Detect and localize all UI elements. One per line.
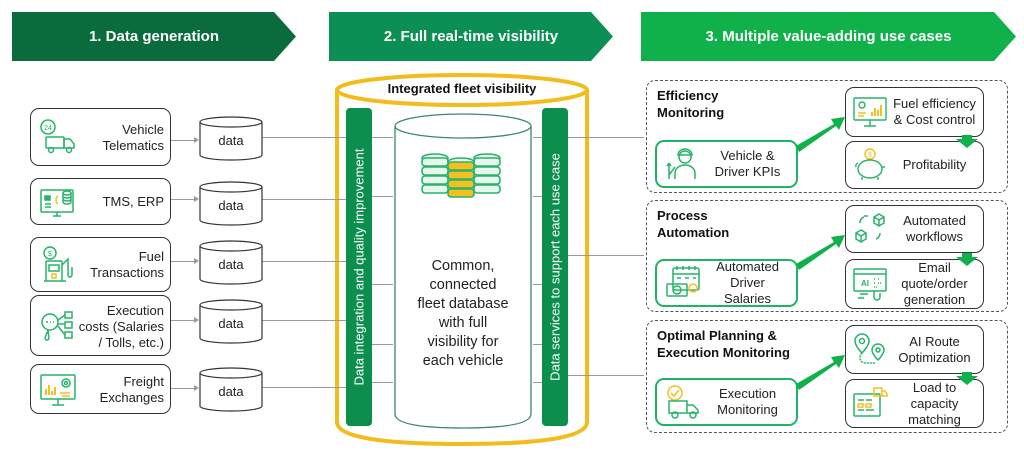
services-bar: Data services to support each use case <box>542 108 568 426</box>
source-vehicle-telematics: 24 Vehicle Telematics <box>30 108 171 166</box>
output-automated-workflows: Automated workflows <box>845 205 984 253</box>
data-store-5: data <box>199 367 263 413</box>
output-profitability: $ Profitability <box>845 141 984 189</box>
kpi-vehicle-driver: Vehicle & Driver KPIs <box>655 140 798 188</box>
source-label: Execution <box>106 303 164 318</box>
data-store-label: data <box>218 133 244 148</box>
group-title: Optimal Planning & Execution Monitoring <box>657 328 790 360</box>
monitor-gear-chart-icon <box>853 97 887 127</box>
source-execution-costs: Execution costs (Salaries / Tolls, etc.) <box>30 295 171 356</box>
output-fuel-efficiency: Fuel efficiency & Cost control <box>845 87 984 137</box>
data-store-3: data <box>199 240 263 286</box>
use-case-optimal-planning: Optimal Planning & Execution Monitoring <box>646 320 1008 433</box>
group-title: Process Automation <box>657 208 730 240</box>
source-fuel-transactions: $ Fuel Transactions <box>30 237 171 292</box>
source-tms-erp: TMS, ERP <box>30 178 171 225</box>
data-store-label: data <box>218 198 244 213</box>
kpi-automated-driver-salaries: Automated Driver Salaries <box>655 259 798 307</box>
database-description: Common, connected fleet database with fu… <box>417 258 509 369</box>
magnifier-list-icon <box>41 310 73 341</box>
output-email-quote-order: AI Email quote/order generation <box>845 259 984 309</box>
calendar-money-icon <box>666 266 700 297</box>
svg-text:$: $ <box>868 152 872 159</box>
phase-2-banner: 2. Full real-time visibility <box>329 12 613 61</box>
source-label: Vehicle <box>122 122 164 137</box>
phase-1-banner: 1. Data generation <box>12 12 296 61</box>
output-ai-route-optimization: AI Route Optimization <box>845 325 984 374</box>
monitor-chart-gear-icon <box>40 374 76 406</box>
use-case-efficiency-monitoring: Efficiency Monitoring <box>646 80 1008 193</box>
svg-text:24: 24 <box>44 125 52 132</box>
truck-check-icon <box>667 385 699 419</box>
truck-24h-icon: 24 <box>40 119 75 154</box>
data-store-label: data <box>218 316 244 331</box>
phase-3-label: 3. Multiple value-adding use cases <box>705 28 952 45</box>
frame-title: Integrated fleet visibility <box>387 81 537 96</box>
source-freight-exchanges: Freight Exchanges <box>30 364 171 414</box>
database-stack-icon <box>421 153 501 198</box>
board-truck-icon <box>853 386 888 417</box>
data-store-2: data <box>199 181 263 227</box>
fuel-pump-icon: $ <box>43 245 73 282</box>
ai-window-click-icon: AI <box>853 268 887 301</box>
kpi-execution-monitoring: Execution Monitoring <box>655 378 798 426</box>
central-database <box>394 113 532 429</box>
data-store-label: data <box>218 384 244 399</box>
output-load-capacity-matching: Load to capacity matching <box>845 379 984 428</box>
source-label: TMS, ERP <box>102 194 164 209</box>
route-pins-icon <box>854 332 885 364</box>
driver-chart-icon <box>666 148 696 179</box>
integration-bar: Data integration and quality improvement <box>346 108 372 426</box>
integrated-frame <box>335 73 589 447</box>
phase-2-label: 2. Full real-time visibility <box>383 28 559 45</box>
use-case-process-automation: Process Automation <box>646 200 1008 312</box>
phase-1-label: 1. Data generation <box>88 28 220 45</box>
data-store-4: data <box>199 299 263 345</box>
piggy-bank-icon: $ <box>855 148 885 180</box>
svg-text:$: $ <box>48 251 52 258</box>
data-store-1: data <box>199 116 263 162</box>
group-title: Efficiency Monitoring <box>657 88 725 120</box>
svg-text:AI: AI <box>861 279 869 288</box>
cubes-cycle-icon <box>855 213 885 243</box>
source-label: Fuel <box>138 249 164 264</box>
data-store-label: data <box>218 257 244 272</box>
computer-database-icon <box>40 188 74 217</box>
phase-3-banner: 3. Multiple value-adding use cases <box>641 12 1016 61</box>
source-label: Freight <box>123 374 164 389</box>
